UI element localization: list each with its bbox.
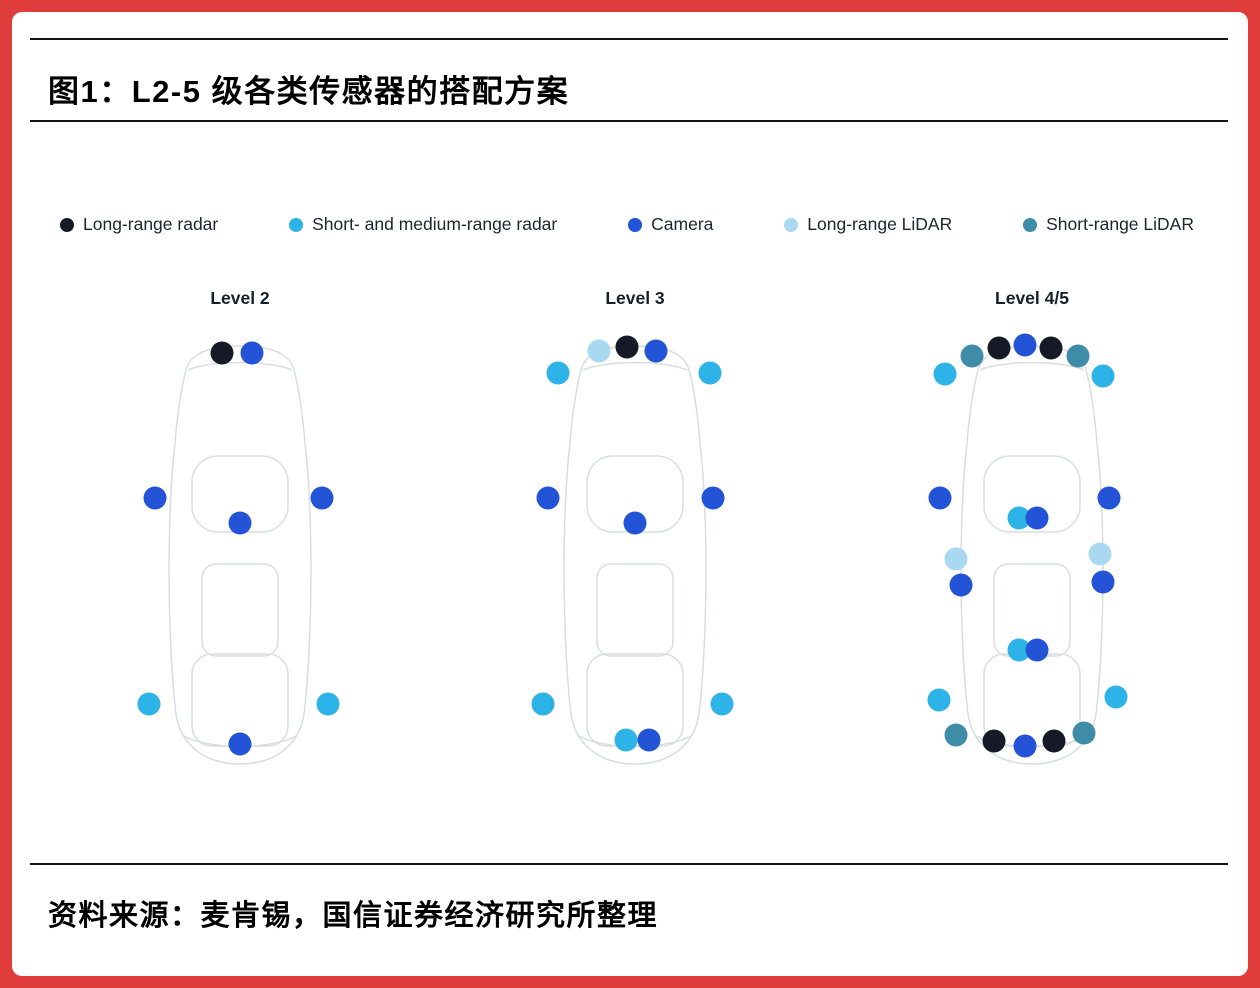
sensor-dot-long-range-radar bbox=[987, 336, 1011, 360]
legend-item: Short-range LiDAR bbox=[1023, 214, 1194, 235]
sensor-dot-camera bbox=[1025, 638, 1049, 662]
long-range-lidar-dot-icon bbox=[784, 217, 799, 232]
sensor-dot-camera bbox=[1025, 506, 1049, 530]
top-rule bbox=[30, 38, 1228, 40]
sensor-dot-camera bbox=[949, 573, 973, 597]
sensor-dot-short-range-lidar bbox=[944, 723, 968, 747]
diagram-level-3: Level 3 bbox=[531, 288, 735, 776]
sensor-dot-short-range-lidar bbox=[960, 344, 984, 368]
sensor-dot-long-range-radar bbox=[982, 729, 1006, 753]
sensor-dot-long-range-radar bbox=[1039, 336, 1063, 360]
sensor-dot-short-medium-radar bbox=[531, 692, 555, 716]
sensor-dot-short-medium-radar bbox=[1104, 685, 1128, 709]
sensor-dot-camera bbox=[240, 341, 264, 365]
sensor-dot-long-range-radar bbox=[210, 341, 234, 365]
diagram-level-label: Level 3 bbox=[605, 288, 665, 308]
sensor-dot-camera bbox=[637, 728, 661, 752]
short-medium-radar-dot-icon bbox=[289, 217, 304, 232]
sensor-dot-short-medium-radar bbox=[698, 361, 722, 385]
sensor-dot-camera bbox=[1013, 734, 1037, 758]
sensor-dot-short-range-lidar bbox=[1066, 344, 1090, 368]
car-outline bbox=[563, 345, 707, 765]
legend-item: Short- and medium-range radar bbox=[289, 214, 557, 235]
figure-panel: 图1：L2-5 级各类传感器的搭配方案 Long-range radar Shor… bbox=[12, 12, 1248, 976]
sensor-dot-short-medium-radar bbox=[316, 692, 340, 716]
car-top-view bbox=[531, 335, 735, 776]
sensor-dot-camera bbox=[536, 486, 560, 510]
sensor-dot-short-medium-radar bbox=[1007, 506, 1031, 530]
legend-label: Long-range radar bbox=[83, 214, 219, 234]
sensor-dot-short-medium-radar bbox=[933, 362, 957, 386]
sensor-legend: Long-range radar Short- and medium-range … bbox=[60, 214, 1194, 235]
sensor-dot-camera bbox=[928, 486, 952, 510]
sensor-dot-camera bbox=[310, 486, 334, 510]
long-range-radar-dot-icon bbox=[60, 217, 74, 232]
sensor-dot-long-range-lidar bbox=[944, 547, 968, 571]
sensor-dot-short-range-lidar bbox=[1072, 721, 1096, 745]
legend-label: Short- and medium-range radar bbox=[312, 214, 558, 234]
sensor-dot-long-range-radar bbox=[615, 335, 639, 359]
legend-label: Short-range LiDAR bbox=[1046, 214, 1194, 234]
diagram-level-label: Level 2 bbox=[210, 288, 270, 308]
sensor-dot-long-range-lidar bbox=[587, 339, 611, 363]
legend-item: Long-range radar bbox=[60, 214, 218, 235]
diagram-level-label: Level 4/5 bbox=[995, 288, 1069, 308]
sensor-dot-camera bbox=[623, 511, 647, 535]
sensor-dot-short-medium-radar bbox=[1091, 364, 1115, 388]
sensor-dot-camera bbox=[228, 511, 252, 535]
diagram-level-4-5: Level 4/5 bbox=[927, 288, 1132, 776]
diagram-level-2: Level 2 bbox=[137, 288, 340, 776]
sensor-dot-short-medium-radar bbox=[710, 692, 734, 716]
sensor-dot-short-medium-radar bbox=[614, 728, 638, 752]
sensor-dot-camera bbox=[1091, 570, 1115, 594]
legend-label: Long-range LiDAR bbox=[807, 214, 953, 234]
legend-item: Long-range LiDAR bbox=[784, 214, 952, 235]
car-top-view bbox=[927, 333, 1132, 776]
legend-item: Camera bbox=[628, 214, 713, 235]
sensor-dot-camera bbox=[1013, 333, 1037, 357]
sensor-dot-camera bbox=[701, 486, 725, 510]
sensor-dot-camera bbox=[228, 732, 252, 756]
camera-dot-icon bbox=[628, 217, 643, 232]
sensor-dot-short-medium-radar bbox=[1007, 638, 1031, 662]
car-top-view bbox=[137, 336, 340, 776]
sensor-dot-long-range-radar bbox=[1042, 729, 1066, 753]
sensor-dot-short-medium-radar bbox=[927, 688, 951, 712]
bottom-rule bbox=[30, 863, 1228, 865]
sensor-dot-camera bbox=[644, 339, 668, 363]
legend-label: Camera bbox=[651, 214, 714, 234]
sensor-dot-short-medium-radar bbox=[137, 692, 161, 716]
source-note: 资料来源：麦肯锡，国信证券经济研究所整理 bbox=[48, 900, 659, 932]
sensor-dot-long-range-lidar bbox=[1088, 542, 1112, 566]
car-outline bbox=[168, 345, 312, 765]
title-underline-rule bbox=[30, 120, 1228, 122]
sensor-dot-camera bbox=[1097, 486, 1121, 510]
figure-title: 图1：L2-5 级各类传感器的搭配方案 bbox=[48, 74, 570, 109]
sensor-dot-short-medium-radar bbox=[546, 361, 570, 385]
short-range-lidar-dot-icon bbox=[1023, 217, 1038, 232]
sensor-dot-camera bbox=[143, 486, 167, 510]
